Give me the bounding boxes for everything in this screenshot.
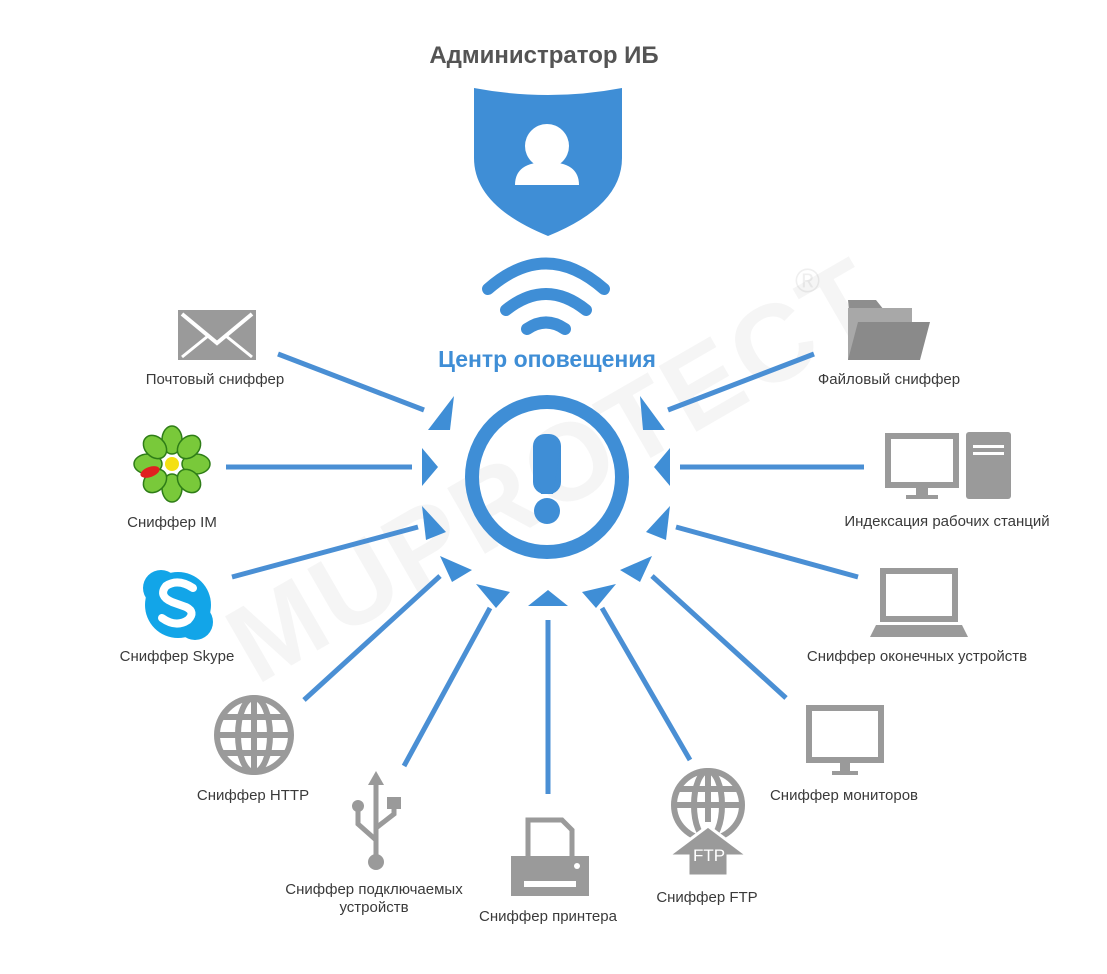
label-skype-sniffer: Сниффер Skype bbox=[119, 648, 235, 665]
connector-monitor bbox=[650, 574, 788, 700]
folder-icon bbox=[848, 300, 930, 360]
ftp-badge: FTP bbox=[692, 846, 726, 865]
arrow-head bbox=[654, 448, 670, 486]
connector-ftp bbox=[599, 606, 693, 762]
admin-shield-icon bbox=[474, 88, 622, 236]
globe-icon bbox=[214, 695, 294, 775]
label-workstation-indexing: Индексация рабочих станций bbox=[844, 513, 1050, 530]
arrow-head bbox=[422, 448, 438, 486]
arrow-head bbox=[582, 584, 616, 608]
usb-icon bbox=[352, 771, 401, 870]
label-file-sniffer: Файловый сниффер bbox=[817, 371, 961, 388]
wifi-signal-icon bbox=[482, 257, 610, 335]
label-printer-sniffer: Сниффер принтера bbox=[479, 908, 617, 925]
label-mail-sniffer: Почтовый сниффер bbox=[145, 371, 285, 388]
workstation-icon bbox=[885, 432, 1011, 499]
arrow-head bbox=[528, 590, 568, 606]
arrow-head bbox=[476, 584, 510, 608]
label-http-sniffer: Сниффер HTTP bbox=[196, 787, 310, 804]
arrow-head bbox=[440, 556, 472, 582]
connector-lines bbox=[226, 351, 864, 794]
notification-center-label: Центр оповещения bbox=[438, 346, 656, 372]
ftp-globe-icon bbox=[663, 768, 753, 878]
connector-file bbox=[667, 351, 815, 413]
connector-usb bbox=[401, 606, 493, 768]
arrow-head bbox=[620, 556, 652, 582]
label-endpoint-sniffer: Сниффер оконечных устройств bbox=[806, 648, 1028, 665]
label-usb-sniffer: Сниффер подключаемых устройств bbox=[285, 881, 463, 916]
arrow-head bbox=[428, 396, 454, 430]
watermark-registered-mark: ® bbox=[795, 262, 821, 300]
alert-hub-icon bbox=[465, 395, 629, 559]
connector-http bbox=[302, 574, 442, 702]
connector-endpoint bbox=[675, 524, 859, 580]
label-ftp-sniffer: Сниффер FTP bbox=[656, 889, 758, 906]
label-im-sniffer: Сниффер IM bbox=[127, 514, 217, 531]
connector-skype bbox=[231, 524, 419, 580]
arrow-head bbox=[646, 506, 670, 540]
arrow-head bbox=[422, 506, 446, 540]
arrow-head bbox=[640, 396, 665, 430]
printer-icon bbox=[511, 817, 589, 896]
admin-title: Администратор ИБ bbox=[429, 42, 659, 69]
skype-icon bbox=[143, 570, 213, 640]
icq-flower-icon bbox=[133, 425, 211, 503]
arrow-heads bbox=[422, 396, 670, 608]
connector-mail bbox=[277, 351, 425, 413]
laptop-icon bbox=[870, 568, 968, 637]
monitor-icon bbox=[806, 705, 884, 775]
label-monitor-sniffer: Сниффер мониторов bbox=[769, 787, 919, 804]
envelope-icon bbox=[178, 310, 256, 360]
